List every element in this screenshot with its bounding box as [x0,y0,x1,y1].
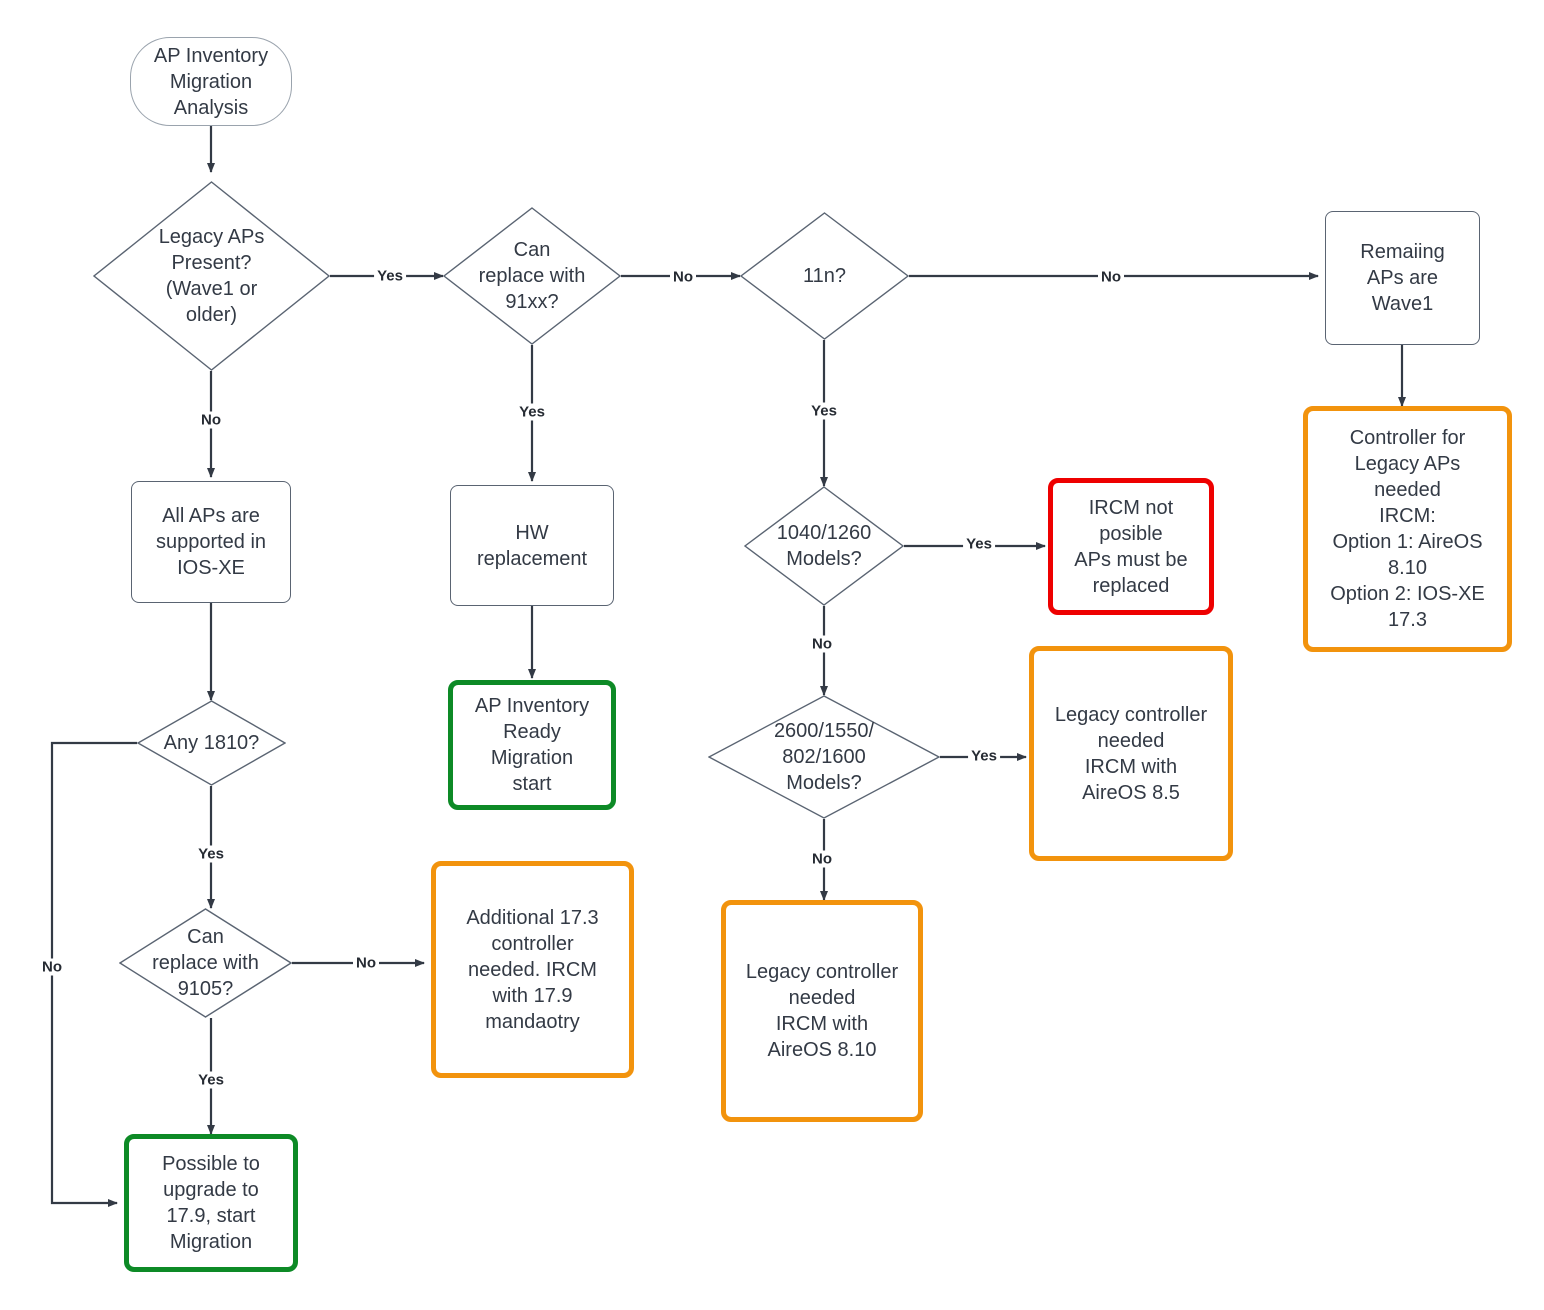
node-ap-inventory-ready[interactable]: AP Inventory Ready Migration start [448,680,616,810]
edge-label-can91xx-no: No [670,268,696,286]
node-additional-173-controller[interactable]: Additional 17.3 controller needed. IRCM … [431,861,634,1078]
node-models-1040-1260[interactable]: 1040/1260 Models? [744,486,904,606]
diamond-shape [119,908,292,1018]
diamond-shape [740,212,909,340]
edge-label-any1810-yes: Yes [195,845,227,863]
diamond-shape [708,695,940,819]
edge-label-models2600-no: No [809,850,835,868]
edge-label-models2600-yes: Yes [968,747,1000,765]
edge-label-can9105-no: No [353,954,379,972]
edge-label-models1040-yes: Yes [963,535,995,553]
diamond-shape [93,181,330,371]
node-legacy-aps-present[interactable]: Legacy APs Present? (Wave1 or older) [93,181,330,371]
edge-label-any1810-no: No [39,958,65,976]
diamond-shape [137,700,286,786]
edge-label-legacy-yes: Yes [374,267,406,285]
edge-label-11n-yes: Yes [808,402,840,420]
node-ircm-not-possible[interactable]: IRCM not posible APs must be replaced [1048,478,1214,615]
diamond-shape [443,207,621,345]
node-possible-upgrade-179[interactable]: Possible to upgrade to 17.9, start Migra… [124,1134,298,1272]
node-any-1810[interactable]: Any 1810? [137,700,286,786]
node-models-2600-1550-802-1600[interactable]: 2600/1550/ 802/1600 Models? [708,695,940,819]
node-start[interactable]: AP Inventory Migration Analysis [130,37,292,126]
node-controller-for-legacy-aps[interactable]: Controller for Legacy APs needed IRCM: O… [1303,406,1512,652]
node-all-aps-supported[interactable]: All APs are supported in IOS-XE [131,481,291,603]
node-can-replace-9105[interactable]: Can replace with 9105? [119,908,292,1018]
edge-label-legacy-no: No [198,411,224,429]
node-legacy-controller-85[interactable]: Legacy controller needed IRCM with AireO… [1029,646,1233,861]
edge-label-11n-no: No [1098,268,1124,286]
node-legacy-controller-810[interactable]: Legacy controller needed IRCM with AireO… [721,900,923,1122]
diamond-shape [744,486,904,606]
node-hw-replacement[interactable]: HW replacement [450,485,614,606]
edge-label-models1040-no: No [809,635,835,653]
node-remaining-aps[interactable]: Remaiing APs are Wave1 [1325,211,1480,345]
edge-label-can91xx-yes: Yes [516,403,548,421]
node-11n[interactable]: 11n? [740,212,909,340]
edge-label-can9105-yes: Yes [195,1071,227,1089]
node-can-replace-91xx[interactable]: Can replace with 91xx? [443,207,621,345]
